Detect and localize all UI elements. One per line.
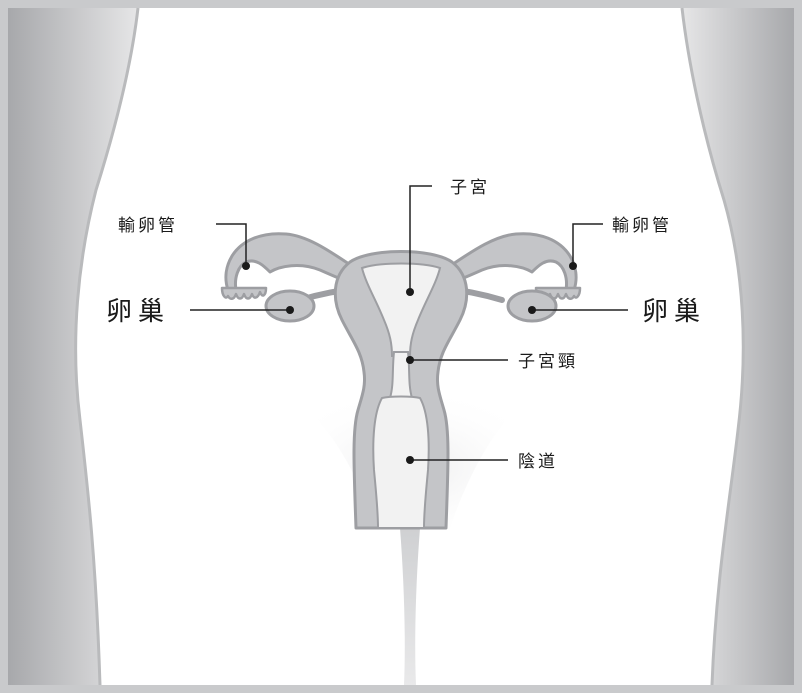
label-fallopian-tube-left: 輸卵管 (118, 216, 178, 236)
label-fallopian-tube-right: 輸卵管 (612, 216, 672, 236)
dot-uterus (406, 288, 414, 296)
label-vagina: 陰道 (518, 452, 558, 472)
dot-ovary-left (286, 306, 294, 314)
dot-vagina (406, 456, 414, 464)
label-ovary-left: 卵巢 (106, 297, 170, 327)
dot-tube-right (569, 262, 577, 270)
dot-cervix (406, 356, 414, 364)
vaginal-canal (373, 397, 428, 529)
dot-tube-left (242, 262, 250, 270)
dot-ovary-right (528, 306, 536, 314)
label-ovary-right: 卵巢 (642, 297, 706, 327)
label-cervix: 子宮頸 (518, 352, 578, 372)
label-uterus: 子宮 (450, 178, 490, 198)
